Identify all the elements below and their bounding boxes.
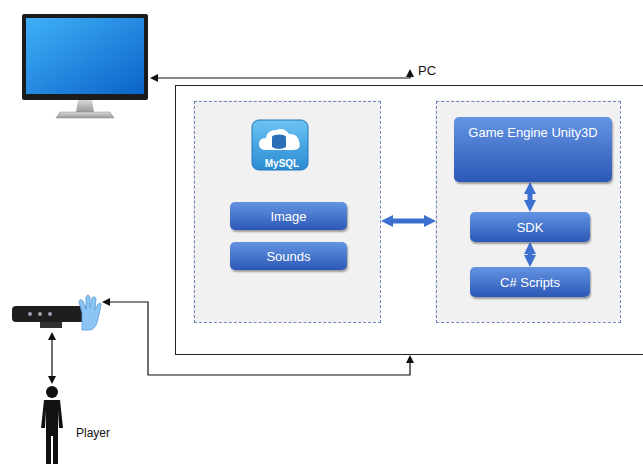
monitor-neck [76, 100, 94, 112]
node-label: PC [418, 63, 436, 78]
node-label: Sounds [266, 249, 310, 264]
engine-panel: Game Engine Unity3D SDK C# Scripts [436, 101, 621, 323]
node-label: Image [270, 209, 306, 224]
player-figure [41, 386, 63, 464]
icon-tile [252, 120, 308, 170]
process-box: Image [230, 202, 347, 230]
node-label: Game Engine Unity3D [468, 125, 597, 140]
node-label: MySQL [265, 158, 299, 169]
sensor-base [40, 322, 62, 328]
connector-line [51, 340, 52, 376]
node-label: SDK [517, 220, 544, 235]
node-label: C# Scripts [500, 275, 560, 290]
double-arrow [393, 219, 424, 224]
monitor-icon [22, 14, 148, 118]
monitor-base [56, 112, 114, 118]
sensor-lens [38, 312, 42, 316]
mysql-icon-box: MySQL [254, 122, 310, 172]
connector-line [110, 302, 410, 375]
monitor-screen [26, 18, 144, 94]
process-box: Sounds [230, 242, 347, 270]
player-body [41, 400, 63, 464]
panel-fill [193, 100, 380, 322]
process-box: C# Scripts [470, 267, 590, 297]
sensor-lens [48, 312, 52, 316]
kinect-sensor [12, 295, 101, 330]
double-arrow [528, 254, 533, 255]
monitor-bezel [22, 14, 148, 100]
storage-panel: MySQL ImageSounds [194, 101, 381, 323]
double-arrow [528, 194, 533, 200]
sensor-bar [12, 306, 88, 322]
player-head [46, 386, 58, 398]
sensor-lens [28, 312, 32, 316]
kinect-node [10, 294, 102, 332]
panel-fill [435, 100, 620, 322]
pc-box: PCMySQLImageSoundsGame Engine Unity3DSDK… [175, 85, 643, 355]
monitor-node [20, 12, 150, 120]
hand-gesture [79, 295, 101, 330]
mysql-icon [252, 120, 308, 170]
connector-line [158, 77, 410, 78]
node-label: Player [76, 426, 110, 440]
db-body [272, 137, 286, 149]
process-box: SDK [470, 212, 590, 242]
cloud-shape [259, 129, 300, 150]
player-node: Player [40, 384, 130, 468]
engine-box: Game Engine Unity3D [454, 117, 612, 182]
